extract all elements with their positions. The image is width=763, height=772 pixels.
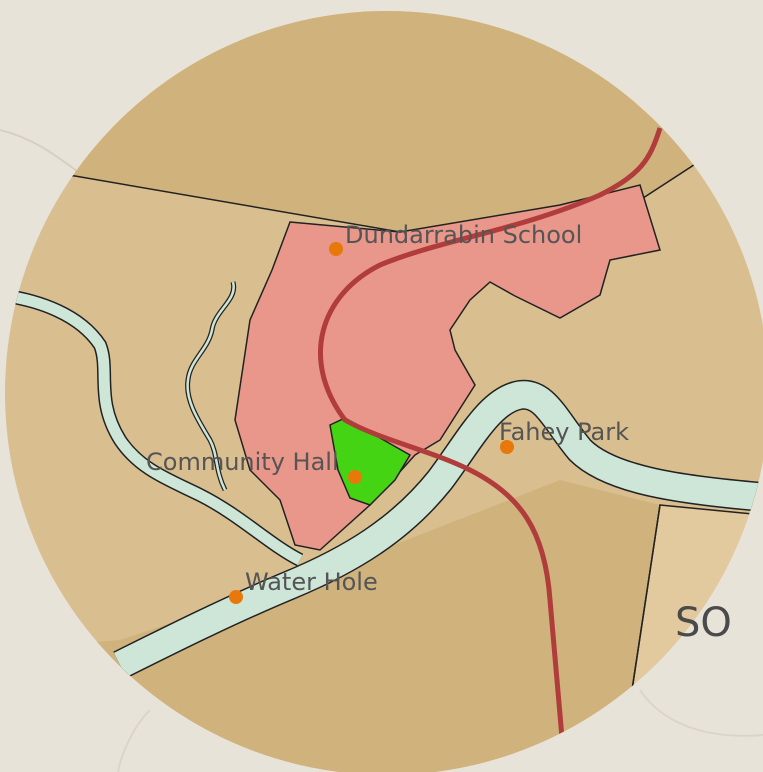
parcel-south [5,480,660,772]
background-label: SO [675,600,732,646]
stream [186,281,235,491]
place-label: Community Hall [146,448,339,476]
place-water-hole[interactable]: Water Hole [229,568,378,604]
poi-marker [329,242,343,256]
road [318,127,663,772]
poi-marker [229,590,243,604]
place-dundarrabin-school[interactable]: Dundarrabin School [329,221,582,256]
place-label: Dundarrabin School [345,221,582,249]
boundary-line [631,504,661,691]
creek-west [5,289,303,565]
place-community-hall[interactable]: Community Hall [146,448,362,484]
poi-marker [348,470,362,484]
place-fahey-park[interactable]: Fahey Park [499,418,629,454]
place-label: Water Hole [245,568,378,596]
place-label: Fahey Park [499,418,629,446]
poi-marker [500,440,514,454]
river [113,381,763,678]
